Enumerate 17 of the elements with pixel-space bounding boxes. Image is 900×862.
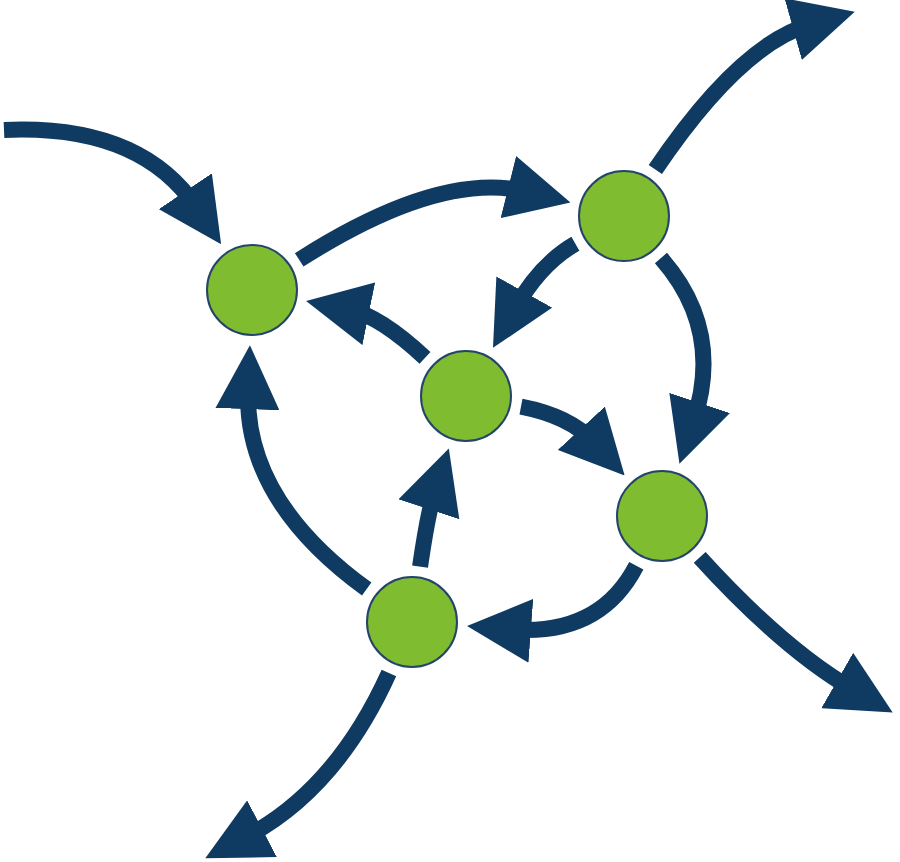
arrow [654,253,730,465]
arrow [466,561,644,663]
circle [206,244,298,336]
arrow [206,669,397,860]
arrow [648,0,855,175]
arrow [519,398,626,475]
arrow [3,121,223,243]
circle [420,350,512,442]
arrow [693,551,893,714]
circle [366,576,458,668]
arrow [216,345,372,596]
arrow [306,283,431,364]
arrow [492,236,580,348]
arrow [398,448,460,568]
arrow [295,156,571,267]
circle [578,170,670,262]
circle [616,470,708,562]
